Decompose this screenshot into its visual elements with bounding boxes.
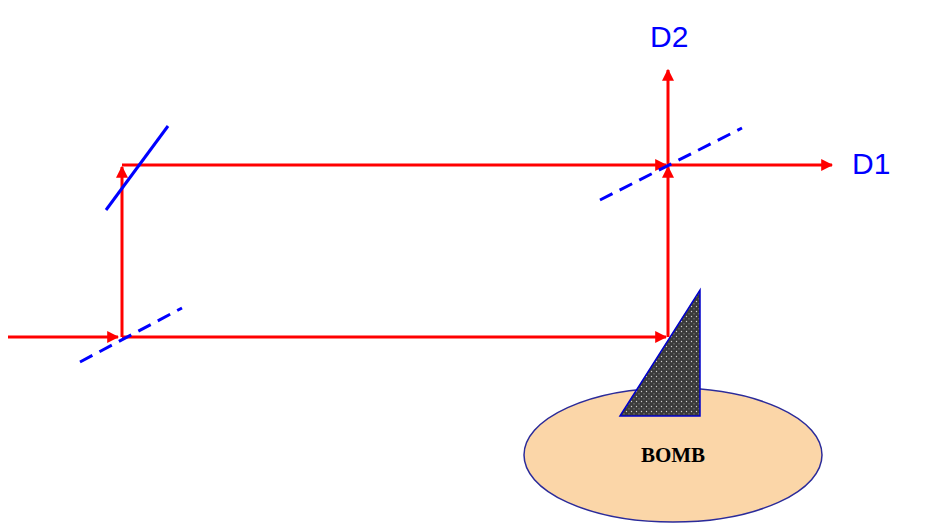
output-beam-d1 <box>668 164 832 167</box>
left-vertical-beam <box>121 167 124 337</box>
beam-splitter <box>80 308 182 362</box>
beam-splitter <box>600 128 742 200</box>
mirror <box>106 126 168 210</box>
input-beam <box>8 336 118 339</box>
node-label: BOMB <box>641 443 705 468</box>
right-vertical-beam <box>667 167 670 337</box>
upper-beam <box>122 164 666 167</box>
bomb-mirror <box>620 290 700 416</box>
detector-label: D2 <box>650 22 688 52</box>
detector-label: D1 <box>852 149 890 179</box>
bomb-ellipse: BOMB <box>523 387 823 523</box>
output-beam-d2 <box>667 70 670 165</box>
lower-beam <box>122 336 666 339</box>
